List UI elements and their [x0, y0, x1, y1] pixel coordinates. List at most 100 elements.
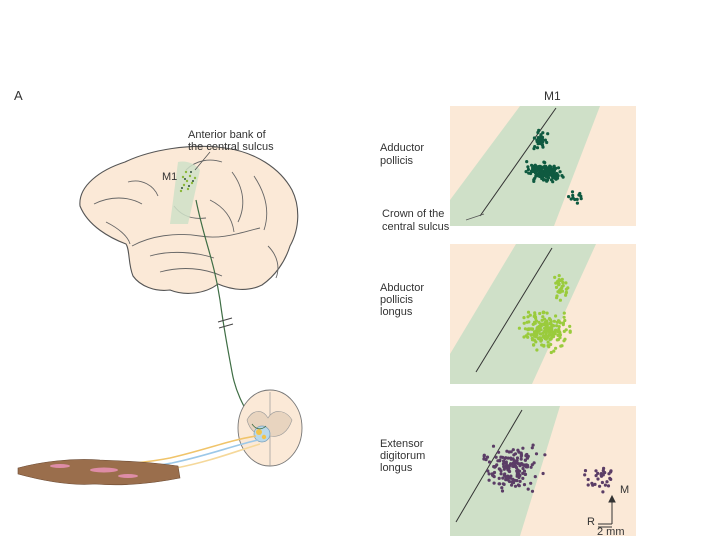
map-dot	[551, 323, 555, 328]
map-dot	[543, 329, 547, 333]
map-dot	[559, 287, 563, 291]
map-dot	[499, 469, 503, 473]
map-dot	[511, 478, 515, 482]
map-dot	[538, 311, 542, 316]
map-dot	[526, 315, 530, 319]
map3-muscle-3: longus	[380, 462, 413, 474]
map-dot	[560, 289, 565, 293]
map-dot	[502, 467, 506, 471]
rostral-label: R	[587, 516, 595, 528]
map-dot	[547, 345, 551, 349]
map-dot	[500, 489, 505, 493]
map-dot	[547, 167, 551, 171]
map-dot	[523, 327, 528, 331]
map-dot	[538, 174, 542, 179]
map-dot	[554, 166, 558, 170]
map-dot	[608, 476, 612, 480]
map-dot	[549, 350, 553, 355]
map-dot	[510, 483, 514, 487]
map-dot	[522, 321, 526, 325]
map-dot	[511, 463, 515, 467]
map-dot	[554, 281, 558, 285]
map-dot	[499, 455, 503, 459]
map-dot	[518, 479, 522, 483]
map-dot	[586, 477, 590, 482]
map-dot	[562, 311, 566, 315]
map-dot	[492, 481, 496, 485]
map-dot	[509, 457, 513, 461]
map-dot	[564, 287, 569, 291]
map2-muscle-2: pollicis	[380, 294, 414, 306]
map-dot	[542, 160, 546, 164]
map-dot	[558, 298, 563, 302]
map-dot	[533, 145, 537, 149]
map-dot	[517, 326, 522, 330]
map-dot	[497, 476, 501, 480]
map-dot	[546, 132, 550, 136]
map-dot	[485, 455, 490, 459]
map-dot	[518, 474, 522, 478]
map-dot	[598, 484, 602, 488]
map-dot	[503, 472, 507, 476]
map-dot	[549, 342, 553, 347]
map-dot	[533, 176, 537, 180]
map-dot	[570, 190, 575, 194]
map2-muscle-1: Abductor	[380, 282, 425, 294]
map-dot	[533, 315, 538, 319]
map-dot	[605, 480, 609, 484]
map-dot	[599, 472, 603, 476]
map-dot	[530, 163, 534, 167]
map-dot	[593, 482, 597, 486]
map-dot	[521, 471, 525, 475]
map-dot	[554, 328, 558, 332]
map2-muscle-3: longus	[380, 306, 413, 318]
panel-letter: A	[14, 88, 23, 103]
map-dot	[535, 139, 539, 144]
map-dot	[545, 321, 549, 325]
map-dot	[529, 481, 533, 485]
map-dot	[545, 323, 549, 327]
map-dot	[533, 171, 538, 175]
map-band-3	[450, 406, 560, 536]
crown-label-2: central sulcus	[382, 221, 450, 233]
map-dot	[507, 466, 511, 471]
map-dot	[557, 282, 561, 286]
map-dot	[557, 319, 561, 324]
map-dot	[543, 317, 547, 321]
map-dot	[556, 166, 561, 170]
map-dot	[558, 333, 563, 337]
map-dot	[539, 324, 543, 328]
map-dot	[487, 472, 491, 476]
map-dot	[539, 339, 543, 343]
map-dot	[553, 275, 557, 279]
m1-brain-label: M1	[162, 171, 178, 183]
map-dot	[511, 448, 515, 452]
map-dot	[521, 466, 525, 471]
map-dot	[530, 446, 534, 450]
map-dot	[541, 310, 545, 314]
map-dot	[532, 343, 536, 347]
map-dot	[552, 164, 556, 168]
map-dot	[516, 448, 520, 452]
map-dot	[534, 452, 539, 456]
map-dot	[555, 324, 559, 328]
map-dot	[526, 332, 530, 336]
map-dot	[537, 320, 541, 324]
map-dot	[491, 473, 495, 477]
map-dot	[486, 469, 490, 473]
map-dot	[532, 461, 536, 465]
map-dot	[528, 313, 532, 317]
map-dot	[558, 336, 562, 340]
map-dot	[548, 321, 552, 325]
map-dot	[579, 194, 583, 198]
map-dot	[502, 459, 506, 463]
corticospinal-axon	[195, 199, 257, 429]
map-dot	[506, 475, 510, 479]
map-dot	[548, 332, 552, 336]
extensor-digitorum-longus-dots	[482, 443, 613, 494]
map3-muscle-1: Extensor	[380, 438, 424, 450]
map-dot	[564, 291, 568, 295]
map-dot	[563, 337, 567, 341]
crown-label-1: Crown of the	[382, 208, 445, 220]
